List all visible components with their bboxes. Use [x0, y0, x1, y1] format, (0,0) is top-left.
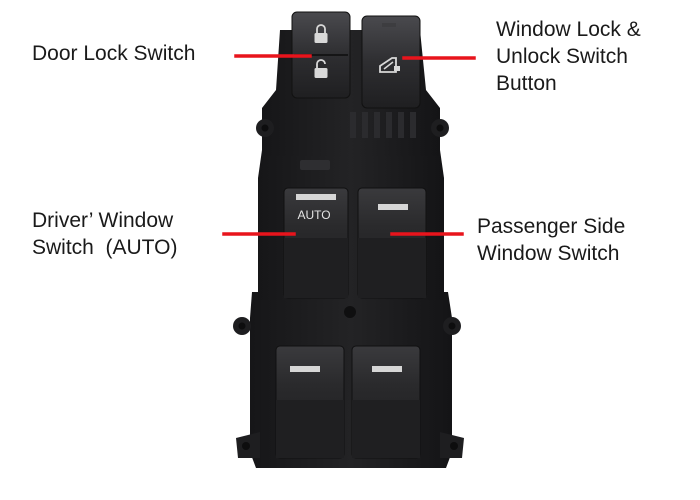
padlock-closed-icon [314, 24, 328, 43]
window-lock-label-line-2: Unlock Switch [496, 45, 628, 68]
driver-label-line-1: Driver’ Window [32, 209, 174, 232]
passenger-label-line-2: Window Switch [477, 242, 620, 265]
door-lock-label-line: Door Lock Switch [32, 42, 196, 65]
window-lock-switch[interactable] [361, 15, 421, 109]
passenger-window-label: Passenger Side Window Switch [477, 213, 625, 267]
auto-label: AUTO [297, 208, 330, 222]
driver-label-line-2: Switch (AUTO) [32, 236, 178, 259]
rear-left-window-switch[interactable] [275, 345, 345, 459]
window-lock-label-line-3: Button [496, 72, 557, 95]
passenger-window-switch[interactable] [357, 187, 427, 299]
window-lock-label: Window Lock & Unlock Switch Button [496, 16, 641, 97]
padlock-open-icon [314, 59, 328, 78]
mounting-tabs [233, 119, 464, 458]
driver-window-label: Driver’ Window Switch (AUTO) [32, 207, 177, 261]
rear-right-window-switch[interactable] [351, 345, 421, 459]
driver-window-switch[interactable]: AUTO [283, 187, 349, 299]
window-lock-label-line-1: Window Lock & [496, 18, 641, 41]
passenger-label-line-1: Passenger Side [477, 215, 626, 238]
door-lock-label: Door Lock Switch [32, 40, 195, 67]
window-lock-icon [379, 57, 400, 73]
callout-lines [222, 54, 476, 236]
